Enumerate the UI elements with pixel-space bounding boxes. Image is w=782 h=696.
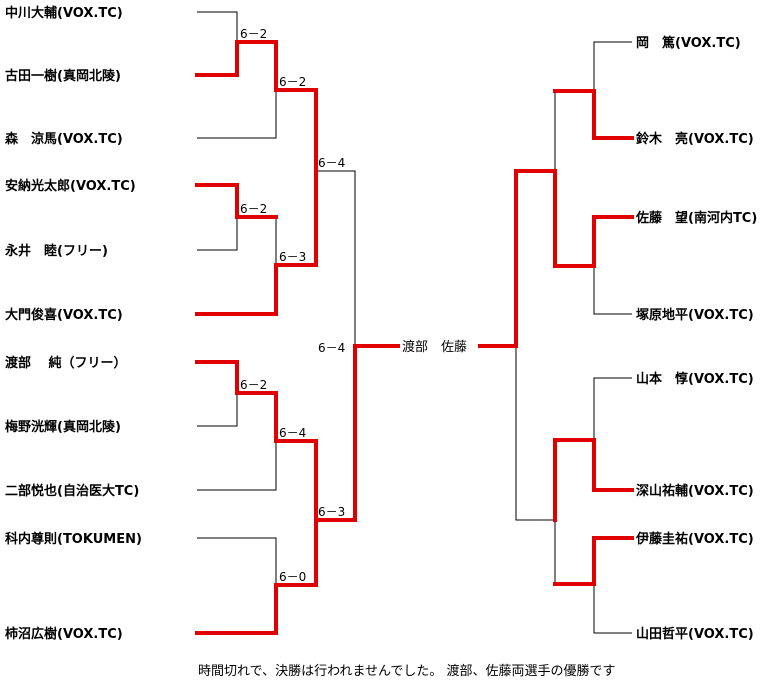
- line-nakagawa: [197, 11, 238, 42]
- win-sato: [478, 169, 634, 348]
- line-sf-top: [316, 170, 356, 346]
- player-name: 二部悦也(自治医大TC): [5, 483, 139, 499]
- right-loser-lines: [515, 41, 632, 634]
- score-label: 6－3: [279, 250, 306, 264]
- win-suzuki: [553, 89, 634, 140]
- player-name: 佐藤 望(南河内TC): [635, 210, 757, 226]
- score-label: 6－2: [279, 75, 306, 89]
- player-name: 柿沼広樹(VOX.TC): [5, 626, 123, 642]
- player-name: 鈴木 亮(VOX.TC): [636, 131, 754, 147]
- score-label: 6－4: [279, 426, 306, 440]
- line-umeno: [197, 392, 238, 427]
- line-mori: [197, 90, 277, 139]
- win-watanabe-final: [195, 344, 400, 635]
- score-label: 6－3: [318, 505, 345, 519]
- win-daimon: [195, 170, 318, 316]
- win-ito: [553, 536, 634, 586]
- player-name: 伊藤圭祐(VOX.TC): [635, 531, 754, 547]
- score-label: 6－4: [318, 341, 345, 355]
- win-furuta: [195, 40, 318, 174]
- line-nibe: [197, 440, 277, 491]
- score-label: 6－2: [240, 202, 267, 216]
- player-name: 森 涼馬(VOX.TC): [5, 131, 123, 147]
- line-nagai: [197, 216, 238, 251]
- result-note: 時間切れで、決勝は行われませんでした。 渡部、佐藤両選手の優勝です: [198, 663, 616, 679]
- player-name: 岡 篤(VOX.TC): [636, 35, 741, 51]
- player-name: 梅野洸輝(真岡北陵): [5, 419, 121, 435]
- left-player-names: 中川大輔(VOX.TC) 古田一樹(真岡北陵) 森 涼馬(VOX.TC) 安納光…: [4, 5, 142, 642]
- line-yamamoto: [593, 377, 632, 440]
- player-name: 山本 惇(VOX.TC): [636, 371, 754, 387]
- player-name: 安納光太郎(VOX.TC): [5, 178, 136, 194]
- player-name: 渡部 純（フリー）: [5, 355, 127, 371]
- player-name: 山田哲平(VOX.TC): [636, 626, 754, 642]
- line-yamada: [593, 584, 632, 634]
- score-label: 6－0: [279, 570, 306, 584]
- player-name: 古田一樹(真岡北陵): [5, 68, 121, 84]
- line-shinauchi: [197, 537, 277, 585]
- score-label: 6－2: [240, 378, 267, 392]
- left-winner-lines: [195, 40, 400, 635]
- player-name: 中川大輔(VOX.TC): [5, 5, 123, 21]
- win-anno: [195, 183, 278, 219]
- line-tsukahara: [593, 266, 632, 315]
- score-label: 6－4: [318, 156, 345, 170]
- right-winner-lines: [478, 89, 634, 586]
- score-label: 6－2: [240, 27, 267, 41]
- right-player-names: 岡 篤(VOX.TC) 鈴木 亮(VOX.TC) 佐藤 望(南河内TC) 塚原地…: [635, 35, 757, 642]
- finalists-label: 渡部 佐藤: [402, 339, 467, 355]
- win-miyama: [553, 438, 634, 522]
- player-name: 深山祐輔(VOX.TC): [636, 483, 754, 499]
- player-name: 永井 睦(フリー): [4, 243, 108, 259]
- line-oka: [593, 41, 632, 91]
- player-name: 科内尊則(TOKUMEN): [5, 531, 142, 547]
- player-name: 塚原地平(VOX.TC): [636, 307, 754, 323]
- match-scores: 6－2 6－2 6－2 6－3 6－4 6－2 6－4 6－3 6－0 6－4: [240, 27, 345, 584]
- line-sf-bottom: [515, 346, 555, 521]
- player-name: 大門俊喜(VOX.TC): [5, 307, 123, 323]
- win-watanabe: [195, 360, 318, 522]
